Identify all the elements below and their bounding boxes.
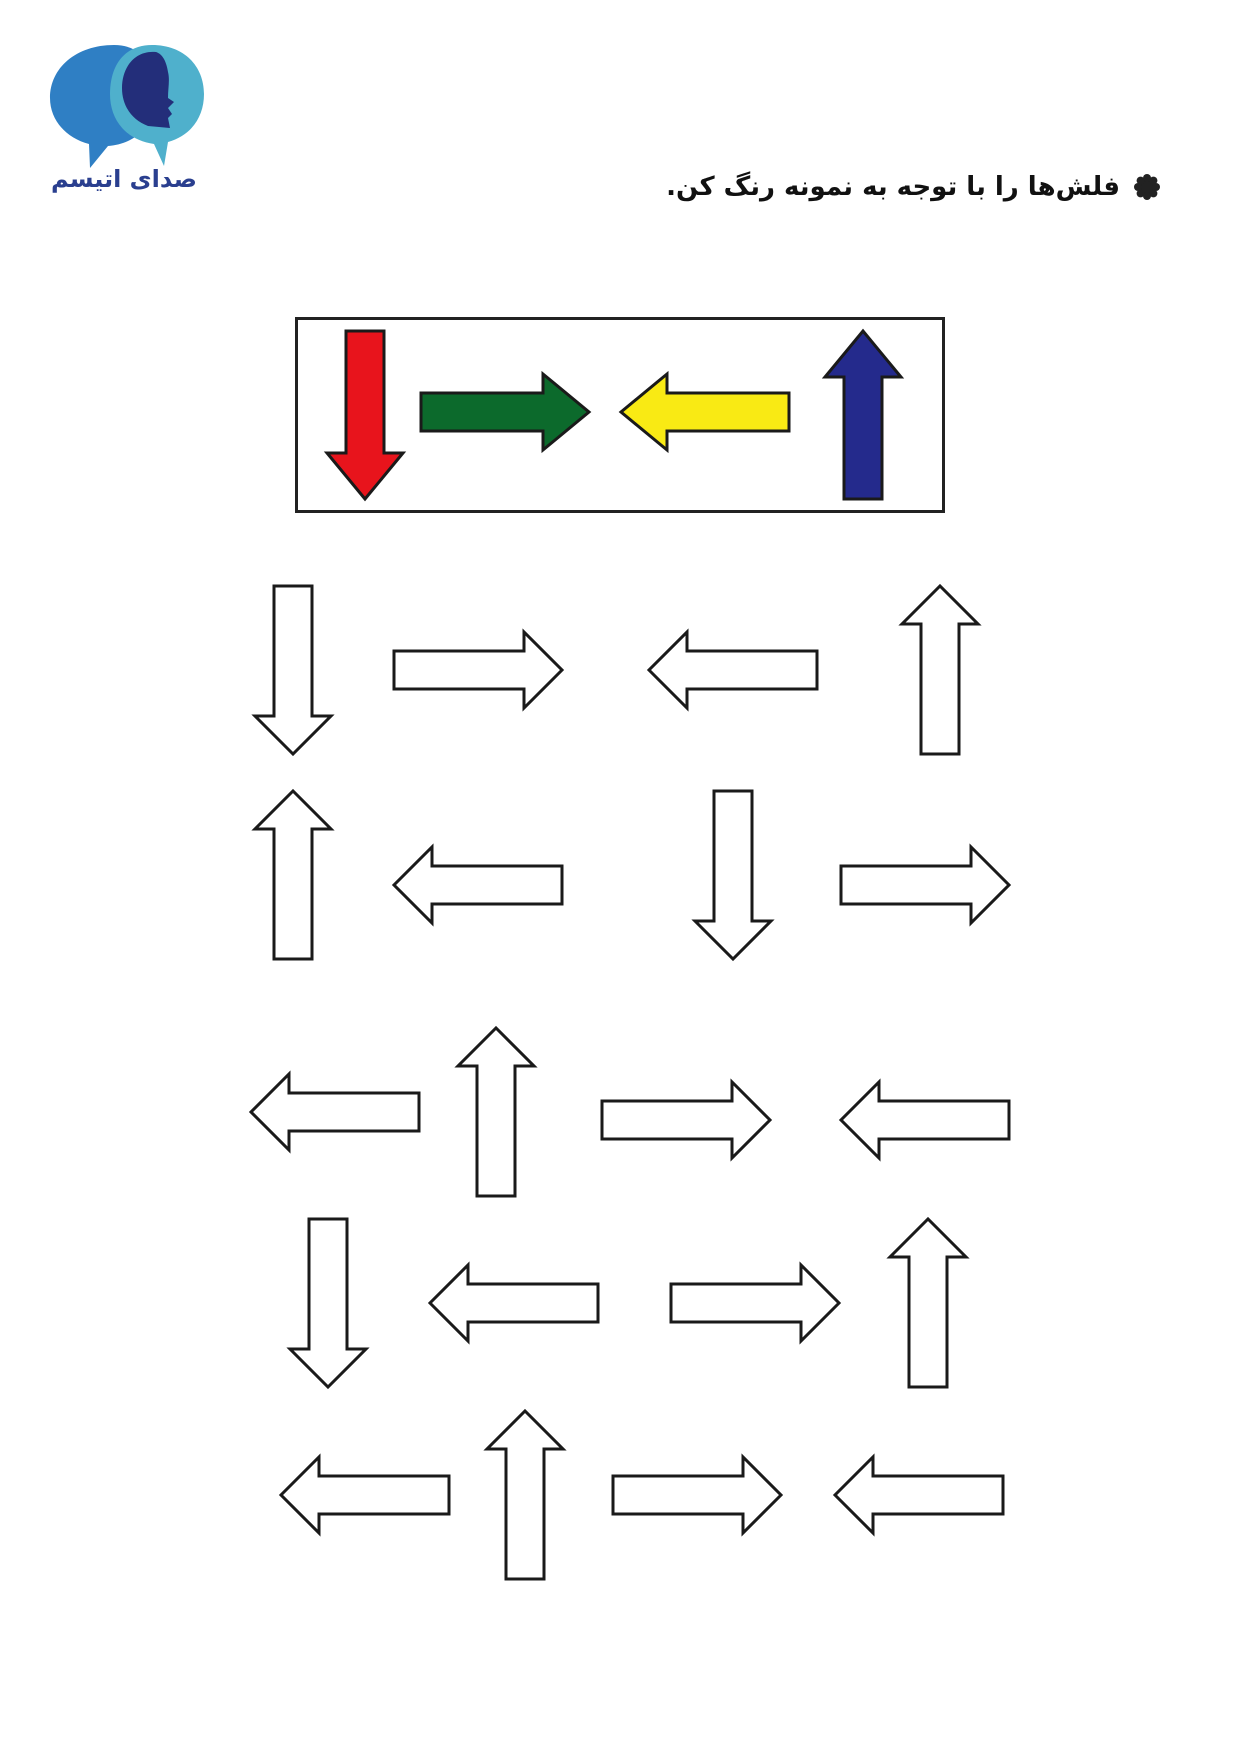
instruction-text: فلش‌ها را با توجه به نمونه رنگ کن.: [666, 172, 1120, 202]
exercise-arrow-left: [832, 1453, 1005, 1537]
flower-bullet-icon: [1134, 174, 1160, 200]
exercise-arrow-right-shape: [600, 1078, 773, 1162]
exercise-arrow-right: [839, 843, 1012, 927]
exercise-arrow-left: [646, 628, 819, 712]
exercise-arrow-right-shape: [669, 1261, 842, 1345]
exercise-arrow-right: [669, 1261, 842, 1345]
exercise-arrow-left: [248, 1070, 421, 1154]
sample-arrow-up-shape: [821, 328, 905, 501]
exercise-arrow-down-shape: [286, 1217, 370, 1390]
exercise-arrow-down-shape: [691, 789, 775, 962]
logo: صدای اتیسم: [44, 40, 244, 210]
sample-arrow-right: [419, 370, 592, 454]
exercise-arrow-right-shape: [611, 1453, 784, 1537]
logo-text: صدای اتیسم: [51, 165, 197, 193]
exercise-arrow-left-shape: [646, 628, 819, 712]
exercise-arrow-right-shape: [392, 628, 565, 712]
sample-arrow-right-shape: [419, 370, 592, 454]
exercise-arrow-down: [691, 789, 775, 962]
sample-arrow-left-shape: [618, 370, 791, 454]
exercise-arrow-left-shape: [838, 1078, 1011, 1162]
logo-speech-bubbles-icon: [50, 45, 204, 168]
sample-arrow-down-shape: [323, 329, 407, 502]
exercise-arrow-up: [483, 1408, 567, 1581]
exercise-arrow-up-shape: [483, 1408, 567, 1581]
exercise-arrow-right: [392, 628, 565, 712]
exercise-arrow-right: [600, 1078, 773, 1162]
exercise-arrow-left: [391, 843, 564, 927]
instruction: فلش‌ها را با توجه به نمونه رنگ کن.: [666, 172, 1160, 202]
exercise-arrow-left-shape: [391, 843, 564, 927]
exercise-arrow-right: [611, 1453, 784, 1537]
exercise-arrow-up-shape: [454, 1025, 538, 1198]
exercise-arrow-up: [454, 1025, 538, 1198]
sample-arrow-left: [618, 370, 791, 454]
exercise-arrow-left: [427, 1261, 600, 1345]
exercise-arrow-up: [251, 788, 335, 961]
exercise-arrow-up: [898, 583, 982, 756]
exercise-arrow-left-shape: [248, 1070, 421, 1154]
exercise-arrow-down: [251, 584, 335, 757]
sample-arrow-down: [323, 329, 407, 502]
exercise-arrow-down: [286, 1217, 370, 1390]
sample-arrow-up: [821, 328, 905, 501]
exercise-arrow-right-shape: [839, 843, 1012, 927]
exercise-arrow-left: [838, 1078, 1011, 1162]
sample-box: [295, 317, 945, 513]
exercise-arrow-up-shape: [898, 583, 982, 756]
exercise-arrow-left-shape: [832, 1453, 1005, 1537]
exercise-arrow-up-shape: [251, 788, 335, 961]
exercise-arrow-up: [886, 1216, 970, 1389]
exercise-arrow-down-shape: [251, 584, 335, 757]
exercise-arrow-left: [278, 1453, 451, 1537]
exercise-arrow-left-shape: [278, 1453, 451, 1537]
exercise-arrow-left-shape: [427, 1261, 600, 1345]
exercise-arrow-up-shape: [886, 1216, 970, 1389]
